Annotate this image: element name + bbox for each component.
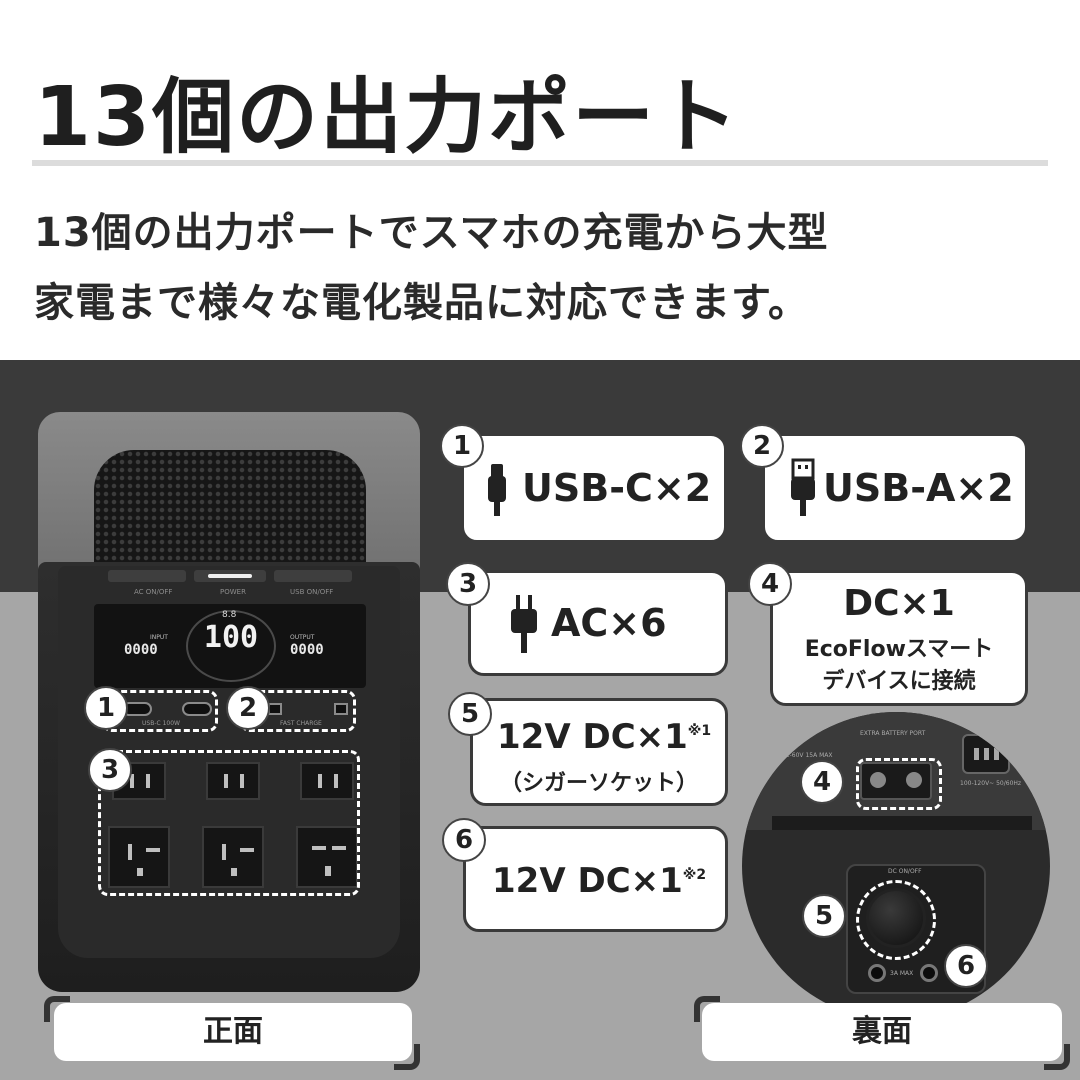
back-port-4-highlight <box>856 758 942 810</box>
extra-battery-label: EXTRA BATTERY PORT <box>860 730 926 737</box>
vent-grille <box>94 450 366 578</box>
front-label-corner-br <box>394 1044 420 1070</box>
card-12v-2-text: 12V DC×1※2 <box>492 861 706 901</box>
front-view-label: 正面 <box>54 1003 412 1061</box>
front-label-corner-tl <box>44 996 70 1022</box>
device-front: AC ON/OFF POWER USB ON/OFF INPUT 0000 OU… <box>38 412 420 992</box>
ac-outlet-6 <box>296 826 358 888</box>
card-12v-1-main: 12V DC×1 <box>497 717 688 757</box>
feature-card-ac: AC×6 <box>468 570 728 676</box>
usb-a-label: FAST CHARGE <box>280 720 322 727</box>
front-marker-1: 1 <box>84 686 128 730</box>
battery-ring <box>186 610 276 682</box>
top-readout: 8.8 <box>222 610 237 620</box>
ac-input-socket <box>962 734 1010 774</box>
back-view-label: 裏面 <box>702 1003 1062 1061</box>
dc-switch-label: DC ON/OFF <box>888 868 922 875</box>
feature-card-12v-dc: 12V DC×1※2 <box>463 826 728 932</box>
dc-rating-label: 3A MAX <box>890 970 914 977</box>
ac-outlet-3 <box>300 762 354 800</box>
usb-a-plug-icon <box>791 458 815 516</box>
card-12v-2-main: 12V DC×1 <box>492 861 683 901</box>
page-description: 13個の出力ポートでスマホの充電から大型 家電まで様々な電化製品に対応できます。 <box>34 198 828 338</box>
power-label: POWER <box>220 588 246 596</box>
card-marker-6: 6 <box>442 818 486 862</box>
back-label-corner-br <box>1044 1044 1070 1070</box>
back-marker-6: 6 <box>944 944 988 988</box>
back-label-corner-tl <box>694 996 720 1022</box>
feature-card-usb-a: USB-A×2 <box>762 433 1028 543</box>
feature-card-dc: DC×1 EcoFlowスマート デバイスに接続 <box>770 570 1028 706</box>
card-usb-a-text: USB-A×2 <box>823 466 1014 510</box>
top-button-row <box>98 570 362 586</box>
usb-switch-button <box>274 570 352 582</box>
ac-highlight <box>98 750 360 896</box>
ac-outlet-4 <box>108 826 170 888</box>
card-marker-5: 5 <box>448 692 492 736</box>
device-handle <box>38 412 420 588</box>
usb-c-port-2 <box>182 702 212 716</box>
feature-card-usb-c: USB-C×2 <box>461 433 727 543</box>
card-12v-1-text: 12V DC×1※1 <box>497 717 711 757</box>
description-line-2: 家電まで様々な電化製品に対応できます。 <box>34 280 809 326</box>
title-divider <box>32 160 1048 166</box>
ac-plug-icon <box>511 595 537 653</box>
card-12v-2-note: ※2 <box>682 867 707 883</box>
ac-switch-label: AC ON/OFF <box>134 588 173 596</box>
usb-c-label: USB-C 100W <box>142 720 180 727</box>
back-port-5-highlight <box>856 880 936 960</box>
ac-outlet-5 <box>202 826 264 888</box>
dc5521-jack-right <box>920 964 938 982</box>
device-back-closeup: EXTRA BATTERY PORT 11-60V 15A MAX 100-12… <box>742 712 1050 1020</box>
card-12v-1-note: ※1 <box>687 723 712 739</box>
description-line-1: 13個の出力ポートでスマホの充電から大型 <box>34 210 829 256</box>
input-readout: 0000 <box>124 642 158 658</box>
card-usb-c-text: USB-C×2 <box>522 466 712 510</box>
page-title: 13個の出力ポート <box>34 70 741 165</box>
front-marker-3: 3 <box>88 748 132 792</box>
usb-switch-label: USB ON/OFF <box>290 588 334 596</box>
input-rating-label: 11-60V 15A MAX <box>782 752 833 759</box>
card-marker-2: 2 <box>740 424 784 468</box>
front-marker-2: 2 <box>226 686 270 730</box>
usb-c-plug-icon <box>488 464 506 516</box>
card-dc-subtext-1: EcoFlowスマート <box>804 637 994 662</box>
card-marker-4: 4 <box>748 562 792 606</box>
lcd-screen: INPUT 0000 OUTPUT 0000 8.8 100 <box>94 604 366 688</box>
ac-rating-label: 100-120V~ 50/60Hz <box>960 780 1022 787</box>
input-label: INPUT <box>150 634 168 641</box>
card-marker-1: 1 <box>440 424 484 468</box>
output-readout: 0000 <box>290 642 324 658</box>
card-dc-text: DC×1 <box>843 583 955 624</box>
card-ac-text: AC×6 <box>551 601 667 645</box>
card-12v-1-subtext: （シガーソケット） <box>499 771 698 796</box>
battery-percent-readout: 100 <box>203 620 259 655</box>
usb-a-port-2 <box>334 703 348 715</box>
output-label: OUTPUT <box>290 634 315 641</box>
power-led <box>208 574 252 578</box>
card-dc-subtext-2: デバイスに接続 <box>822 669 976 694</box>
card-marker-3: 3 <box>446 562 490 606</box>
back-marker-5: 5 <box>802 894 846 938</box>
back-marker-4: 4 <box>800 760 844 804</box>
back-panel-edge <box>772 816 1032 830</box>
ac-outlet-2 <box>206 762 260 800</box>
feature-card-12v-cigarette: 12V DC×1※1 （シガーソケット） <box>470 698 728 806</box>
dc5521-jack-left <box>868 964 886 982</box>
extra-battery-port <box>860 762 932 800</box>
ac-switch-button <box>108 570 186 582</box>
